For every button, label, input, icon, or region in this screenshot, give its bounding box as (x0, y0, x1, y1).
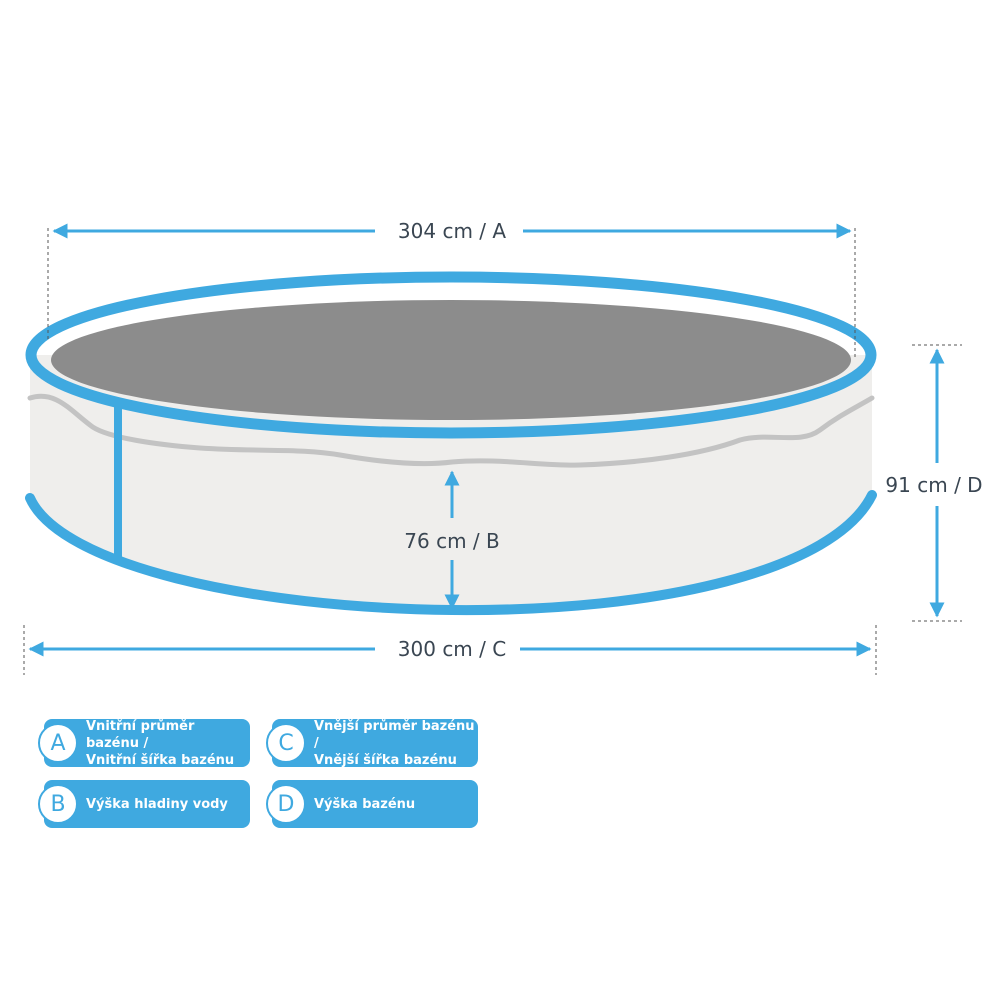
legend-card-a: A Vnitřní průměr bazénu / Vnitřní šířka … (38, 718, 250, 768)
pool-top-rim (25, 271, 877, 439)
label-water-height: 76 cm / B (404, 529, 499, 553)
legend-b-line1: Výška hladiny vody (86, 796, 228, 812)
legend-badge-c: C (266, 723, 306, 763)
legend-card-d: D Výška bazénu (266, 780, 478, 828)
legend-badge-a: A (38, 723, 78, 763)
legend-a-line1: Vnitřní průměr bazénu / (86, 718, 195, 751)
pool-floor (51, 300, 851, 420)
legend-c-line1: Vnější průměr bazénu / (314, 718, 475, 751)
legend-d-line1: Výška bazénu (314, 796, 416, 812)
label-pool-height: 91 cm / D (885, 473, 982, 497)
label-top-width: 304 cm / A (398, 219, 506, 243)
pool-bottom-rim (25, 490, 877, 616)
water-line (27, 393, 875, 468)
legend-badge-d: D (266, 784, 306, 824)
legend-badge-b: B (38, 784, 78, 824)
label-bottom-width: 300 cm / C (398, 637, 506, 661)
legend-card-c: C Vnější průměr bazénu / Vnější šířka ba… (266, 718, 478, 768)
legend-card-b: B Výška hladiny vody (38, 780, 250, 828)
legend-a-line2: Vnitřní šířka bazénu (86, 752, 235, 768)
legend-c-line2: Vnější šířka bazénu (314, 752, 457, 768)
